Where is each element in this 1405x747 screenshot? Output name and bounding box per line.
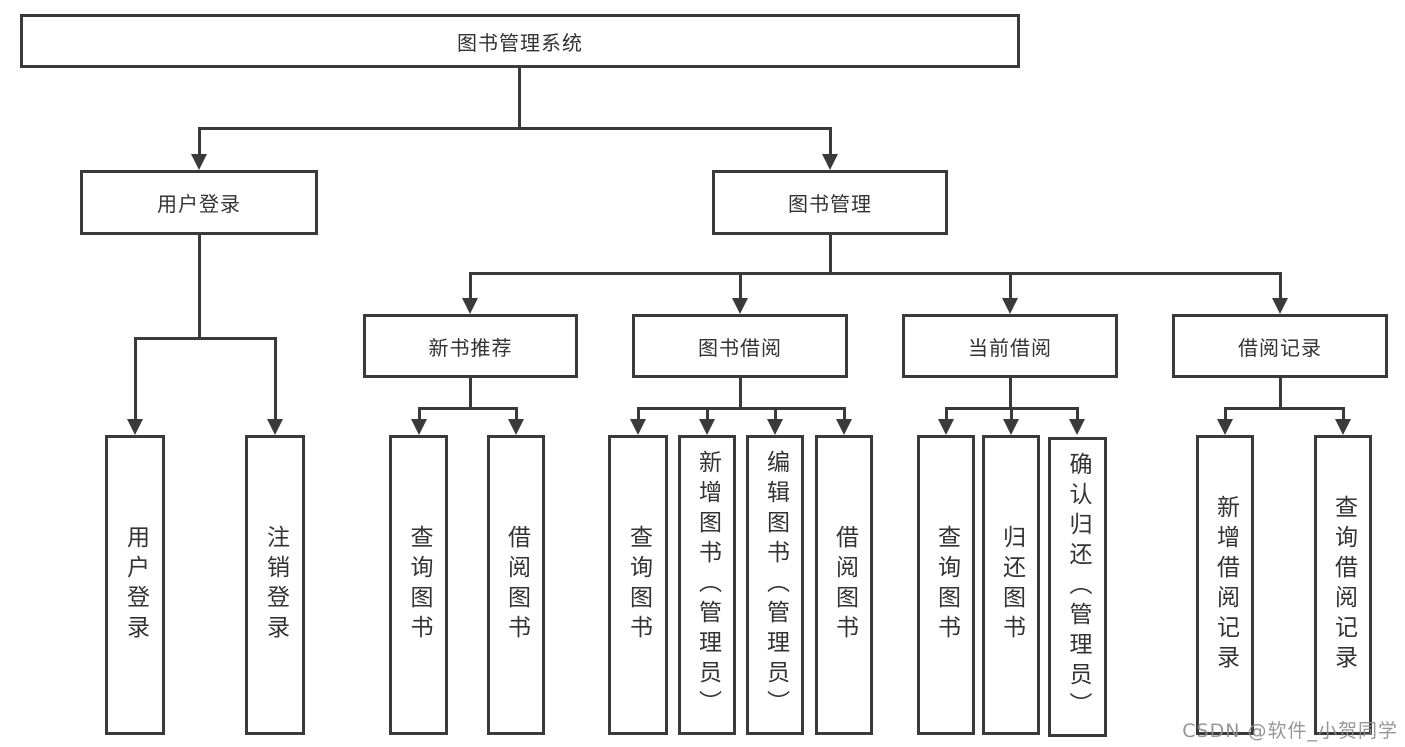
leaf-add-borrow-record: 新增借阅记录: [1196, 435, 1254, 735]
connector-line: [418, 407, 518, 410]
connector-line: [637, 407, 640, 421]
leaf-label: 用户登录: [122, 525, 149, 645]
leaf-label: 归还图书: [998, 525, 1025, 645]
leaf-label: 借阅图书: [503, 525, 530, 645]
node-book-borrowing: 图书借阅: [632, 314, 848, 378]
connector-line: [1279, 378, 1282, 407]
connector-line: [518, 68, 521, 127]
connector-line: [1279, 272, 1282, 300]
leaf-borrow-books: 借阅图书: [815, 435, 873, 735]
connector-line: [843, 407, 846, 421]
connector-line: [1224, 407, 1345, 410]
connector-line: [469, 272, 472, 300]
connector-line: [274, 337, 277, 421]
connector-line: [1009, 272, 1012, 300]
leaf-label: 查询图书: [933, 525, 960, 645]
arrowhead-down-icon: [462, 298, 478, 314]
leaf-query-books: 查询图书: [608, 435, 668, 735]
leaf-label: 查询图书: [625, 525, 652, 645]
node-label: 当前借阅: [968, 335, 1052, 360]
leaf-return-books: 归还图书: [982, 435, 1040, 735]
connector-line: [706, 407, 709, 421]
connector-line: [945, 407, 948, 421]
connector-line: [829, 235, 832, 272]
node-user-login: 用户登录: [80, 170, 318, 235]
connector-line: [739, 378, 742, 407]
leaf-label: 查询借阅记录: [1330, 495, 1357, 675]
connector-line: [469, 272, 1282, 275]
connector-line: [739, 272, 742, 300]
leaf-label: 新增图书（管理员）: [694, 450, 721, 720]
arrowhead-down-icon: [699, 419, 715, 435]
node-library-system: 图书管理系统: [20, 14, 1020, 68]
arrowhead-down-icon: [1217, 419, 1233, 435]
connector-line: [1342, 407, 1345, 421]
leaf-label: 确认归还（管理员）: [1065, 452, 1091, 722]
leaf-label: 新增借阅记录: [1212, 495, 1239, 675]
leaf-label: 借阅图书: [831, 525, 858, 645]
node-book-management: 图书管理: [712, 170, 948, 235]
node-borrowing-records: 借阅记录: [1172, 314, 1388, 378]
leaf-confirm-return-admin: 确认归还（管理员）: [1048, 437, 1107, 737]
arrowhead-down-icon: [767, 419, 783, 435]
node-label: 图书管理系统: [457, 30, 583, 55]
node-label: 图书借阅: [698, 335, 782, 360]
arrowhead-down-icon: [508, 419, 524, 435]
connector-line: [198, 127, 201, 156]
leaf-edit-books-admin: 编辑图书（管理员）: [746, 435, 804, 735]
arrowhead-down-icon: [191, 154, 207, 170]
connector-line: [829, 127, 832, 156]
leaf-query-books: 查询图书: [917, 435, 975, 735]
node-label: 用户登录: [157, 192, 241, 216]
csdn-watermark: CSDN @软件_小贺同学: [1182, 720, 1398, 742]
arrowhead-down-icon: [1003, 419, 1019, 435]
arrowhead-down-icon: [1335, 419, 1351, 435]
leaf-query-books: 查询图书: [389, 435, 448, 735]
arrowhead-down-icon: [938, 419, 954, 435]
arrowhead-down-icon: [1272, 298, 1288, 314]
arrowhead-down-icon: [411, 419, 427, 435]
arrowhead-down-icon: [1069, 419, 1085, 435]
leaf-borrow-books: 借阅图书: [487, 435, 545, 735]
connector-line: [134, 337, 137, 421]
leaf-logout: 注销登录: [245, 435, 305, 735]
arrowhead-down-icon: [630, 419, 646, 435]
leaf-label: 编辑图书（管理员）: [762, 450, 789, 720]
connector-line: [1224, 407, 1227, 421]
arrowhead-down-icon: [836, 419, 852, 435]
connector-line: [198, 235, 201, 337]
connector-line: [1010, 407, 1013, 421]
leaf-query-borrow-record: 查询借阅记录: [1314, 435, 1372, 735]
arrowhead-down-icon: [127, 419, 143, 435]
arrowhead-down-icon: [732, 298, 748, 314]
node-new-book-recommendation: 新书推荐: [363, 314, 578, 378]
leaf-add-books-admin: 新增图书（管理员）: [678, 435, 736, 735]
connector-line: [1009, 378, 1012, 407]
arrowhead-down-icon: [1002, 298, 1018, 314]
arrowhead-down-icon: [267, 419, 283, 435]
connector-line: [198, 127, 832, 130]
connector-line: [637, 407, 846, 410]
arrowhead-down-icon: [822, 154, 838, 170]
connector-line: [134, 337, 277, 340]
connector-line: [515, 407, 518, 421]
leaf-label: 查询图书: [406, 525, 432, 645]
leaf-user-login: 用户登录: [105, 435, 165, 735]
node-label: 新书推荐: [428, 335, 513, 360]
node-label: 借阅记录: [1238, 335, 1322, 360]
connector-line: [469, 378, 472, 407]
connector-line: [1076, 407, 1079, 421]
node-current-borrowing: 当前借阅: [902, 314, 1118, 378]
connector-line: [774, 407, 777, 421]
leaf-label: 注销登录: [262, 525, 289, 645]
connector-line: [418, 407, 421, 421]
node-label: 图书管理: [788, 192, 872, 216]
